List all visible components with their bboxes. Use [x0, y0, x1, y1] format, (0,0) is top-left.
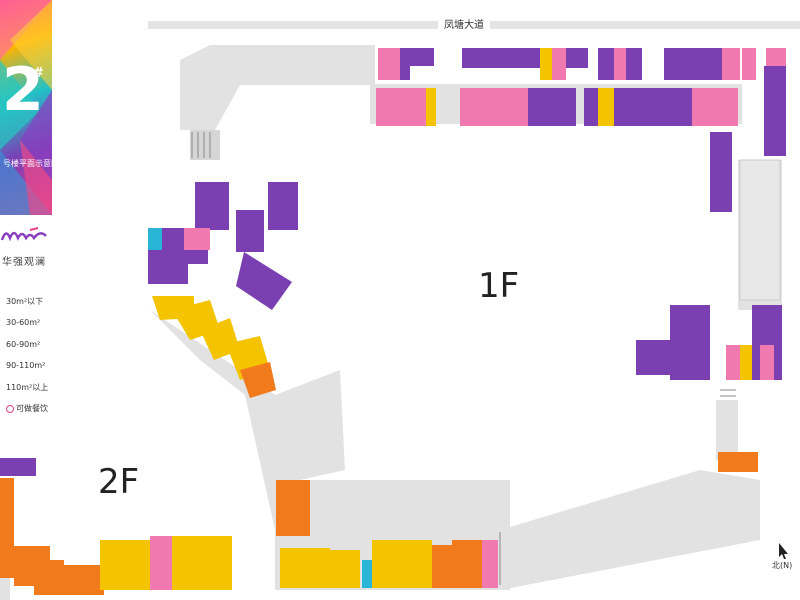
building-number-hash: # — [33, 66, 44, 81]
brand-chinese: 华强观澜 — [2, 257, 46, 268]
floor-label-1f: 1F — [478, 266, 520, 306]
floor-label-2f: 2F — [98, 462, 140, 502]
banner-caption: 号楼平面示意图 — [3, 159, 59, 168]
dining-circle-icon — [6, 404, 14, 413]
legend-item: 90-110m² — [6, 361, 45, 370]
legend-label: 可做餐饮 — [16, 404, 48, 413]
diagonal-wing-units — [148, 182, 298, 398]
legend-label: 110m²以上 — [6, 383, 49, 392]
building-banner — [0, 0, 52, 215]
corridors — [0, 45, 782, 600]
legend-label: 60-90m² — [6, 340, 41, 349]
road-label: 凤塘大道 — [438, 16, 490, 31]
legend-item: 60-90m² — [6, 340, 40, 349]
right-column-units — [636, 66, 786, 472]
legend-item: 30-60m² — [6, 318, 40, 327]
north-arrow-icon — [779, 543, 788, 559]
banner-pattern — [0, 0, 52, 215]
second-row-units — [376, 88, 738, 126]
legend-item: 可做餐饮 — [6, 403, 48, 414]
compass-label: 北(N) — [772, 561, 793, 570]
legend-item: 110m²以上 — [6, 382, 48, 393]
brand-logo-icon — [0, 227, 47, 242]
legend-label: 30m²以下 — [6, 297, 44, 306]
building-number: 2 — [2, 55, 44, 125]
bottom-strip-units — [276, 480, 498, 588]
legend-label: 90-110m² — [6, 361, 46, 370]
stairs — [191, 132, 736, 585]
second-floor-units — [0, 458, 232, 595]
legend-label: 30-60m² — [6, 318, 41, 327]
legend-item: 30m²以下 — [6, 296, 43, 307]
top-row-units — [378, 48, 786, 80]
